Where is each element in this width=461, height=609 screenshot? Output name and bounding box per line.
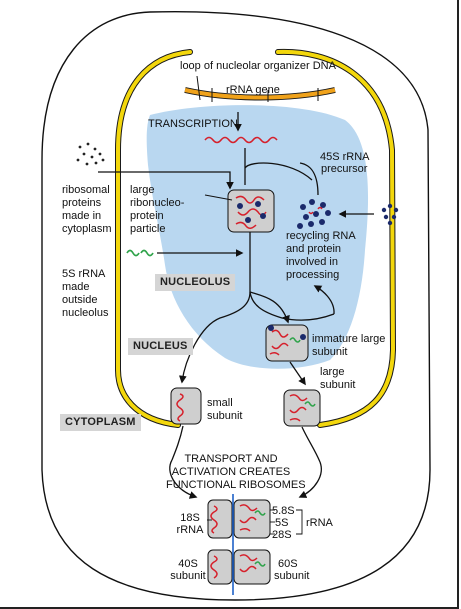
large-subunit-particle — [283, 389, 321, 427]
s18-2: rRNA — [176, 524, 204, 536]
recycling-3: involved in — [286, 256, 338, 268]
s40-1: 40S — [178, 558, 198, 570]
ribosome-40s-lower — [207, 549, 233, 585]
immature-large-subunit — [265, 324, 309, 362]
ribosomal-proteins-2: proteins — [62, 197, 102, 209]
recycling-1: recycling RNA — [286, 230, 356, 242]
rrna-gene-label: rRNA gene — [226, 84, 280, 96]
recycling-dots — [297, 199, 331, 229]
rrna-28s: 28S — [272, 529, 292, 541]
five-s-3: outside — [62, 294, 98, 306]
s60-2: subunit — [274, 570, 310, 582]
cytoplasm-tag: CYTOPLASM — [60, 414, 141, 431]
transport-3: FUNCTIONAL RIBOSOMES — [166, 479, 306, 491]
dna-loop-label: loop of nucleolar organizer DNA — [180, 60, 336, 72]
ribosomal-proteins-4: cytoplasm — [62, 223, 112, 235]
large-rnp-1: large — [130, 184, 155, 196]
transport-2: ACTIVATION CREATES — [171, 466, 291, 478]
s40-2: subunit — [170, 570, 206, 582]
five-s-2: made — [62, 281, 90, 293]
large-rnp-3: protein — [130, 210, 164, 222]
immature-1: immature large — [312, 333, 386, 345]
small-subunit-particle — [170, 387, 202, 425]
small-subunit-1: small — [207, 397, 233, 409]
cytoplasmic-proteins-dots — [76, 142, 105, 166]
recycling-red-bits — [308, 206, 323, 215]
five-s-rrna-squiggle — [126, 249, 154, 257]
five-s-1: 5S rRNA — [62, 268, 106, 280]
rrna-5s: 5S — [275, 517, 289, 529]
precursor-label-2: precursor — [321, 163, 368, 175]
incoming-recycle-dots — [381, 203, 399, 226]
precursor-rrna-squiggle — [204, 136, 278, 144]
nucleolus-tag: NUCLEOLUS — [155, 274, 236, 291]
nucleus-tag: NUCLEUS — [128, 338, 193, 355]
transport-1: TRANSPORT AND — [184, 453, 278, 465]
ribosomal-proteins-3: made in — [62, 210, 102, 222]
large-rnp-4: particle — [130, 223, 166, 235]
ribosome-60s-upper — [233, 499, 271, 539]
recycling-4: processing — [286, 269, 340, 281]
immature-2: subunit — [312, 346, 348, 358]
precursor-label-1: 45S rRNA — [320, 151, 370, 163]
transcription-label: TRANSCRIPTION — [148, 118, 238, 130]
large-subunit-2: subunit — [320, 379, 356, 391]
large-rnp-particle — [227, 189, 275, 233]
ribosomal-proteins-1: ribosomal — [62, 184, 110, 196]
s60-1: 60S — [278, 558, 298, 570]
s18-1: 18S — [180, 512, 200, 524]
large-subunit-1: large — [320, 366, 345, 378]
ribosome-60s-lower — [233, 549, 271, 585]
recycling-2: and protein — [286, 243, 342, 255]
large-rnp-2: ribonucleo- — [130, 197, 185, 209]
rrna-58s: 5.8S — [272, 505, 295, 517]
rrna-word: rRNA — [306, 517, 333, 529]
ribosome-18s-upper — [207, 499, 233, 539]
small-subunit-2: subunit — [207, 410, 243, 422]
five-s-4: nucleolus — [62, 307, 109, 319]
